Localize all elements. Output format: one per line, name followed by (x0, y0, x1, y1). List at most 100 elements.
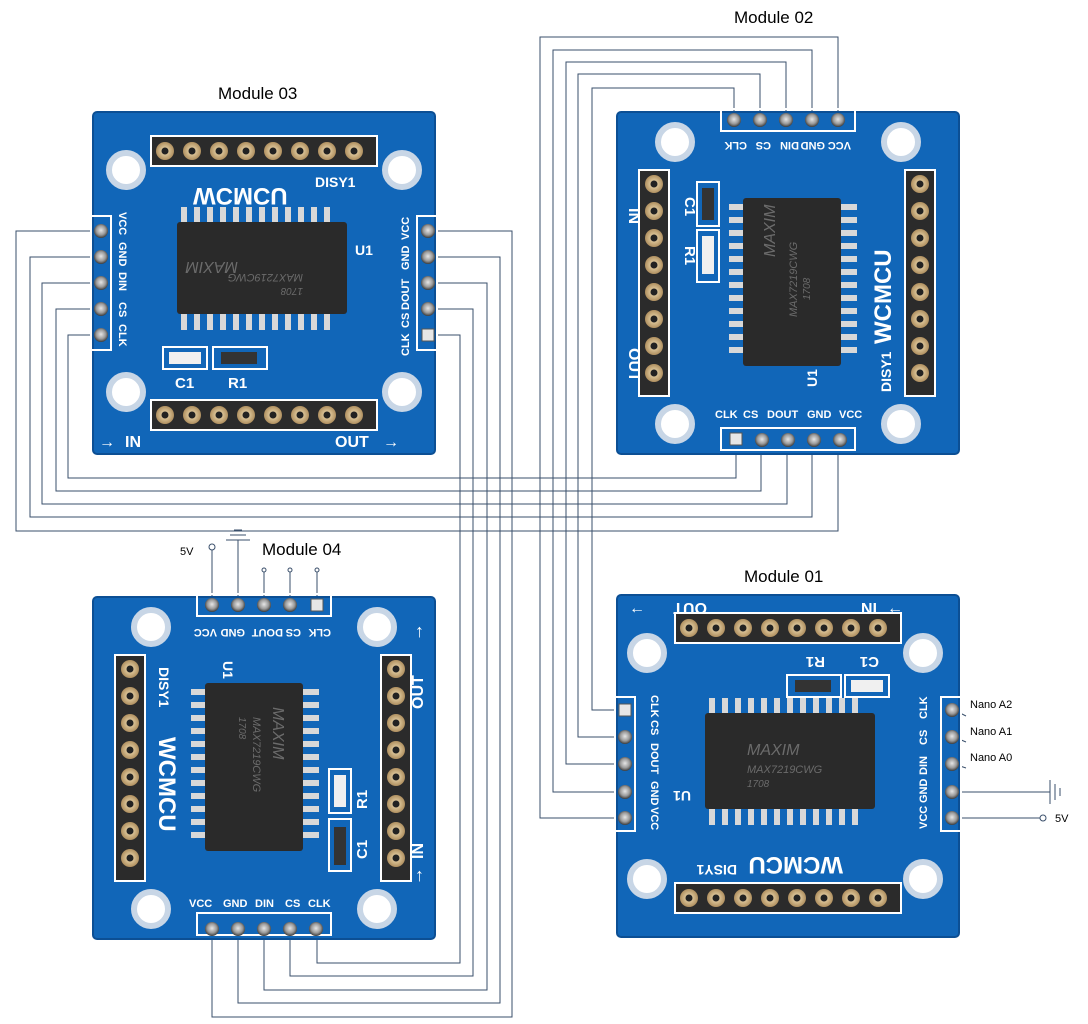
bottom-pin-header: VCC GND DIN CS CLK (189, 898, 332, 936)
brand-label: WCMCU (748, 851, 843, 878)
left-pin-cs: CS (648, 720, 660, 735)
bottom-pin-vcc: VCC (839, 409, 862, 421)
in-arrow: → (99, 434, 115, 451)
right-pin-header: CLK CS DIN GND VCC (918, 696, 962, 832)
max7219-chip: MAXIM MAX7219CWG 1708 (729, 198, 857, 366)
nano-a1-label: Nano A1 (970, 726, 1012, 738)
max7219-chip: MAXIM MAX7219CWG 1708 (705, 698, 875, 825)
bottom-pin-din: DIN (255, 898, 274, 910)
mount-holes (131, 607, 397, 929)
bottom-pin-gnd: GND (807, 409, 832, 421)
chip-date: 1708 (236, 717, 247, 740)
out-arrow: ↑ (415, 621, 424, 641)
res-ref: R1 (806, 653, 825, 670)
max7219-chip: MAXIM MAX7219CWG 1708 (177, 207, 347, 330)
brand-label: WCMCU (870, 249, 897, 344)
vcc-terminal-right (1039, 814, 1047, 822)
right-pin-clk: CLK (918, 696, 930, 719)
top-pin-header: VCC GND DIN CS CLK (720, 108, 856, 151)
right-pin-din: DIN (918, 756, 930, 775)
module-02: IN OUT WCMCU DISY1 MAXIM MAX7219CWG 1708… (616, 108, 960, 455)
brand-label: WCMCU (193, 182, 288, 209)
bottom-pin-header: CLK CS DOUT GND VCC (715, 409, 862, 451)
in-label: IN (625, 208, 642, 224)
mount-holes (106, 150, 422, 412)
right-pin-gnd: GND (918, 779, 930, 804)
left-pin-clk: CLK (116, 324, 128, 347)
wire-terminals (261, 567, 320, 573)
left-pin-header: CLK CS DOUT GND VCC (614, 695, 660, 832)
left-pin-vcc: VCC (116, 212, 128, 235)
top-pin-din: DIN (780, 139, 799, 151)
left-pin-gnd: GND (648, 781, 660, 806)
max7219-chip: MAXIM MAX7219CWG 1708 (191, 683, 319, 851)
module-01-title: Module 01 (744, 567, 823, 586)
right-pin-clk: CLK (400, 333, 412, 356)
in-label: IN (861, 599, 877, 616)
module-03-title: Module 03 (218, 84, 297, 103)
right-pin-header: VCC GND DOUT CS CLK (400, 215, 438, 356)
top-pin-header: VCC GND DOUT CS CLK (194, 593, 332, 638)
res-ref: R1 (228, 375, 247, 392)
cap-ref: C1 (681, 197, 698, 216)
right-matrix-header (904, 169, 936, 397)
top-pin-cs: CS (286, 626, 301, 638)
chip-logo: MAXIM (269, 707, 286, 760)
module-04-title: Module 04 (262, 540, 341, 559)
bottom-matrix-header (150, 399, 378, 431)
in-label: IN (410, 843, 427, 859)
out-arrow: → (383, 434, 399, 451)
brand-label: WCMCU (153, 737, 180, 832)
left-matrix-header (114, 654, 146, 882)
res-ref: R1 (681, 246, 698, 265)
chip-part: MAX7219CWG (227, 271, 303, 283)
board-id-label: DISY1 (315, 174, 356, 190)
nano-a2-label: Nano A2 (970, 699, 1012, 711)
module-01: OUT ← IN ← WCMCU DISY1 MAXIM MAX7219CWG … (614, 594, 962, 938)
module-04: OUT ↑ IN ↑ WCMCU DISY1 MAXIM MAX7219CWG … (92, 593, 436, 940)
left-pin-clk: CLK (648, 695, 660, 718)
chip-date: 1708 (802, 277, 813, 300)
out-label: OUT (410, 675, 427, 709)
right-pin-cs: CS (400, 313, 412, 328)
left-pin-din: DIN (116, 272, 128, 291)
left-pin-gnd: GND (116, 242, 128, 267)
passives: R1 C1 (786, 653, 890, 698)
vcc-right-label: 5V (1055, 813, 1069, 825)
ic-ref: U1 (673, 788, 691, 804)
ground-symbol-m01 (1049, 780, 1061, 804)
res-ref: R1 (354, 790, 371, 809)
left-matrix-header (638, 169, 670, 397)
top-pin-clk: CLK (724, 139, 747, 151)
top-pin-gnd: GND (801, 139, 826, 151)
out-label: OUT (625, 348, 642, 382)
left-pin-header: VCC GND DIN CS CLK (90, 212, 128, 351)
chip-part: MAX7219CWG (250, 717, 262, 793)
bottom-pin-clk: CLK (715, 409, 738, 421)
chip-logo: MAXIM (185, 258, 238, 275)
mount-holes (655, 122, 921, 444)
module-02-title: Module 02 (734, 8, 813, 27)
vcc-terminal-left (208, 543, 216, 551)
top-pin-clk: CLK (308, 626, 331, 638)
right-matrix-header (380, 654, 412, 882)
bottom-pin-cs: CS (743, 409, 758, 421)
board-id-label: DISY1 (156, 667, 172, 708)
mount-holes (627, 633, 943, 899)
left-pin-cs: CS (116, 302, 128, 317)
left-pin-dout: DOUT (648, 743, 660, 774)
left-pin-vcc: VCC (648, 807, 660, 830)
out-arrow: ← (629, 600, 645, 617)
nano-a0-label: Nano A0 (970, 752, 1012, 764)
chip-part: MAX7219CWG (788, 241, 800, 317)
cap-ref: C1 (354, 840, 371, 859)
out-label: OUT (673, 599, 707, 616)
top-pin-vcc: VCC (828, 139, 851, 151)
top-matrix-header (674, 612, 902, 644)
ground-symbol-m04 (226, 529, 250, 541)
ic-ref: U1 (804, 369, 820, 387)
chip-date: 1708 (747, 779, 770, 790)
module-03: WCMCU DISY1 MAXIM MAX7219CWG 1708 U1 C1 … (90, 111, 438, 455)
right-pin-dout: DOUT (400, 279, 412, 310)
